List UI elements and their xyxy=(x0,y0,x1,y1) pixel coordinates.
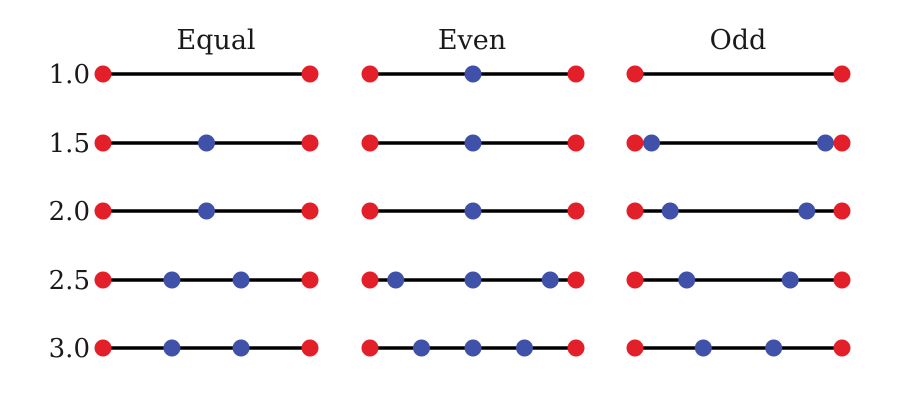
endpoint-right-odd-2-0 xyxy=(833,202,851,220)
interior-point-even-3-0-1 xyxy=(413,339,430,357)
interior-point-even-2-5-2 xyxy=(464,271,482,289)
row-label-2-5: 2.5 xyxy=(49,266,90,296)
interior-point-odd-2-5-1 xyxy=(678,271,696,289)
endpoint-right-odd-1-0 xyxy=(833,65,851,83)
interior-point-odd-1-5-1 xyxy=(643,134,661,152)
interior-point-equal-2-0-1 xyxy=(198,202,215,220)
interior-point-even-3-0-3 xyxy=(516,339,533,357)
endpoint-right-equal-1-5 xyxy=(301,134,319,152)
interior-point-equal-2-5-2 xyxy=(232,271,250,289)
interior-point-odd-3-0-2 xyxy=(765,339,783,357)
interior-point-odd-2-0-2 xyxy=(798,202,816,220)
interior-point-even-1-5-1 xyxy=(464,134,482,152)
endpoint-right-equal-2-5 xyxy=(301,271,319,289)
endpoint-left-odd-1-0 xyxy=(626,65,644,83)
endpoint-left-equal-1-5 xyxy=(94,134,112,152)
endpoint-left-equal-1-0 xyxy=(94,65,112,83)
endpoint-left-even-2-0 xyxy=(361,202,379,220)
endpoint-left-odd-1-5 xyxy=(626,134,644,152)
endpoint-left-odd-3-0 xyxy=(626,339,644,357)
endpoint-right-equal-1-0 xyxy=(301,65,319,83)
endpoint-right-equal-2-0 xyxy=(301,202,319,220)
endpoint-right-even-3-0 xyxy=(567,339,585,357)
row-label-1-0: 1.0 xyxy=(49,60,90,90)
row-label-2-0: 2.0 xyxy=(49,197,90,227)
endpoint-left-even-1-0 xyxy=(361,65,379,83)
endpoint-left-odd-2-5 xyxy=(626,271,644,289)
interior-point-even-2-0-1 xyxy=(464,202,482,220)
endpoint-right-even-2-0 xyxy=(567,202,585,220)
interior-point-even-3-0-2 xyxy=(464,339,482,357)
interior-point-odd-2-0-1 xyxy=(661,202,679,220)
interior-point-equal-2-5-1 xyxy=(163,271,181,289)
column-title-equal: Equal xyxy=(176,25,255,56)
endpoint-left-equal-2-0 xyxy=(94,202,112,220)
interior-point-even-2-5-3 xyxy=(541,271,559,289)
endpoint-left-equal-2-5 xyxy=(94,271,112,289)
row-label-1-5: 1.5 xyxy=(49,129,90,159)
segments-group xyxy=(94,65,851,357)
endpoint-right-equal-3-0 xyxy=(301,339,319,357)
endpoint-right-even-1-0 xyxy=(567,65,585,83)
interior-point-equal-3-0-1 xyxy=(163,339,181,357)
row-label-3-0: 3.0 xyxy=(49,334,90,364)
column-title-even: Even xyxy=(438,25,506,56)
interior-point-odd-1-5-2 xyxy=(816,134,834,152)
endpoint-right-even-2-5 xyxy=(567,271,585,289)
interior-point-equal-3-0-2 xyxy=(232,339,250,357)
interior-point-even-1-0-1 xyxy=(464,65,482,83)
endpoint-right-odd-1-5 xyxy=(833,134,851,152)
endpoint-left-even-1-5 xyxy=(361,134,379,152)
endpoint-left-odd-2-0 xyxy=(626,202,644,220)
endpoint-left-equal-3-0 xyxy=(94,339,112,357)
interior-point-even-2-5-1 xyxy=(387,271,405,289)
endpoint-left-even-2-5 xyxy=(361,271,379,289)
interior-point-odd-2-5-2 xyxy=(781,271,799,289)
endpoint-right-odd-2-5 xyxy=(833,271,851,289)
column-title-odd: Odd xyxy=(710,25,767,56)
interior-point-equal-1-5-1 xyxy=(198,134,215,152)
interior-point-odd-3-0-1 xyxy=(694,339,712,357)
endpoint-right-odd-3-0 xyxy=(833,339,851,357)
endpoint-left-even-3-0 xyxy=(361,339,379,357)
endpoint-right-even-1-5 xyxy=(567,134,585,152)
